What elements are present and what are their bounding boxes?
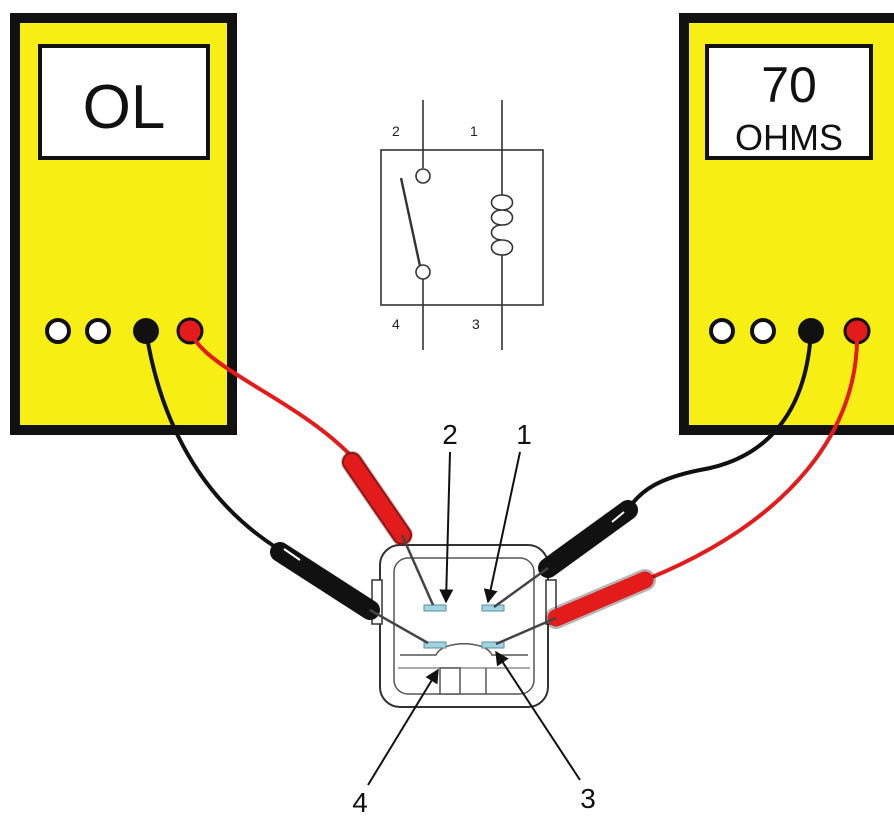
left-red-lead-wire xyxy=(188,330,357,462)
left-black-lead-wire xyxy=(144,330,282,552)
terminal-pin-3 xyxy=(481,641,505,649)
left-meter-display xyxy=(38,44,210,160)
connector-partition xyxy=(400,643,528,656)
callout-arrow-1 xyxy=(483,451,521,604)
callout-label-1: 1 xyxy=(516,419,532,450)
right-meter-unit: OHMS xyxy=(735,117,843,158)
callout-arrow-3 xyxy=(495,650,581,781)
callout-arrow-4 xyxy=(367,668,439,786)
callout-label-3: 3 xyxy=(580,783,596,814)
switch-arm xyxy=(399,177,422,267)
callout-label-2: 2 xyxy=(442,419,458,450)
left-black-probe-handle xyxy=(270,542,380,620)
schematic-label-3: 3 xyxy=(472,316,480,332)
right-black-probe-tip xyxy=(493,566,549,609)
schematic-label-2: 2 xyxy=(392,123,400,139)
terminal-pin-4 xyxy=(423,641,447,649)
terminal-pin-2 xyxy=(423,604,447,612)
right-red-probe-tip xyxy=(495,616,557,646)
right-meter-jack-1 xyxy=(709,318,735,344)
left-meter-jack-1 xyxy=(45,318,71,344)
right-meter-jack-2 xyxy=(750,318,776,344)
schematic-box xyxy=(380,149,544,306)
terminal-callouts: 2 1 4 3 xyxy=(352,419,596,818)
right-black-lead-wire xyxy=(626,330,813,512)
connector-outer xyxy=(379,544,549,708)
test-leads xyxy=(144,330,860,646)
right-meter-display xyxy=(705,44,873,160)
callout-arrow-2 xyxy=(439,451,454,604)
left-black-probe-tip xyxy=(369,608,429,645)
switch-contact-bottom xyxy=(415,264,431,280)
right-red-lead-wire xyxy=(649,330,860,580)
right-red-probe-handle xyxy=(547,571,654,627)
left-meter-reading: OL xyxy=(83,73,166,142)
relay-schematic: 2 1 4 3 xyxy=(380,100,544,350)
switch-contact-top xyxy=(415,168,431,184)
schematic-label-1: 1 xyxy=(470,123,478,139)
relay-coil xyxy=(490,194,514,256)
left-multimeter: OL xyxy=(10,13,237,435)
schematic-label-4: 4 xyxy=(392,316,400,332)
connector-key xyxy=(439,667,461,695)
connector-inner xyxy=(393,557,535,695)
right-meter-reading: 70 xyxy=(761,57,817,113)
terminal-pin-1 xyxy=(481,604,505,612)
callout-label-4: 4 xyxy=(352,787,368,818)
left-meter-jack-2 xyxy=(85,318,111,344)
right-multimeter: 70 OHMS xyxy=(679,13,894,435)
left-red-probe-tip xyxy=(400,534,435,606)
